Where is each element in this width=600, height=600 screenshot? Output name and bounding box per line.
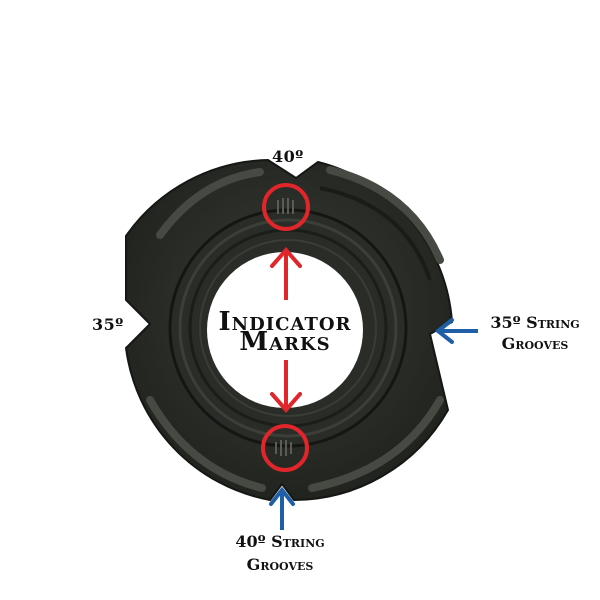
bottom-groove-label-line2: Grooves [246,555,314,574]
indicator-label-line2: Marks [239,327,331,357]
left-degree-label: 35º [92,315,124,334]
indicator-label-line1: Indicator [218,307,352,337]
right-groove-label-line1: 35º String [490,313,580,332]
bottom-indicator-mark [261,424,309,472]
groove-arrow-bottom [269,486,295,530]
groove-arrow-right [434,318,478,344]
center-hole [207,252,363,408]
indicator-arrow-up [270,246,302,300]
bottom-groove-label-line1: 40º String [235,532,325,551]
top-degree-label: 40º [272,147,304,166]
top-indicator-mark [262,183,310,231]
indicator-arrow-down [270,360,302,414]
right-groove-label-line2: Grooves [501,334,569,353]
